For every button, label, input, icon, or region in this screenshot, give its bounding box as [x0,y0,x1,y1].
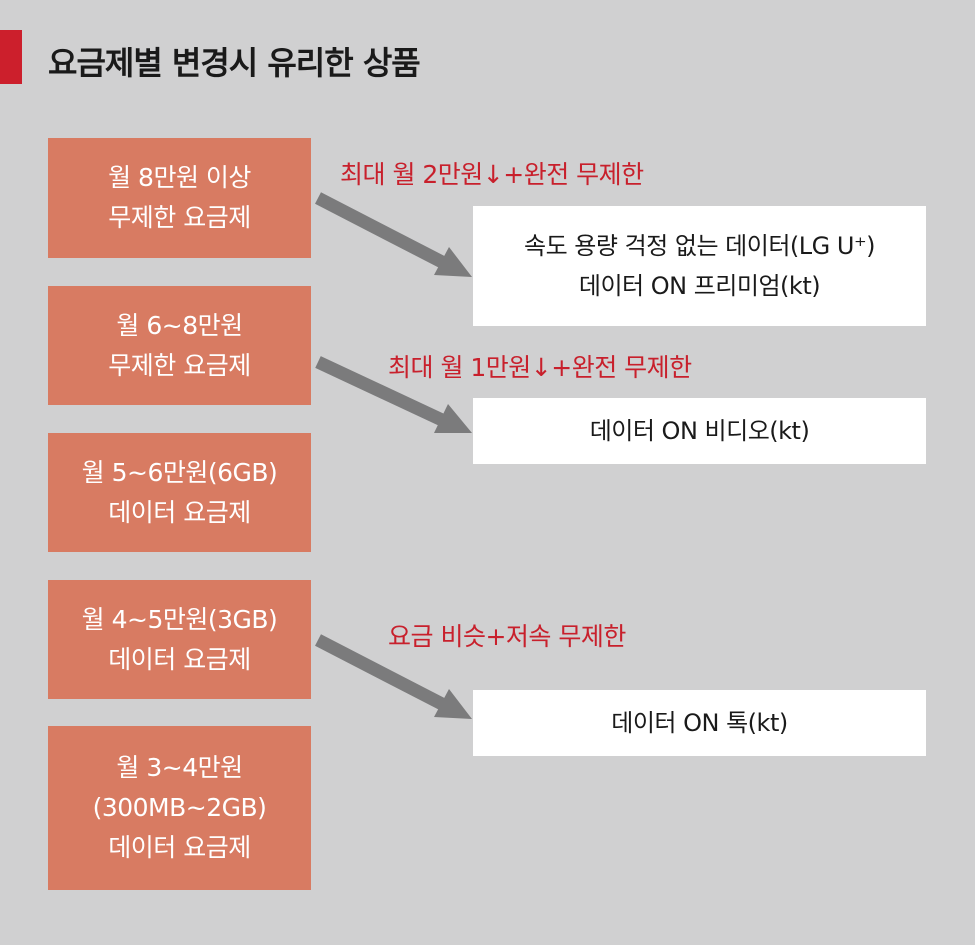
product-name: 속도 용량 걱정 없는 데이터(LG U⁺) [524,232,875,260]
benefit-label: 최대 월 2만원↓+완전 무제한 [340,160,644,189]
arrow-icon [315,192,472,277]
plan-line: 데이터 요금제 [108,833,251,862]
benefit-label: 요금 비슷+저속 무제한 [388,622,626,651]
arrow-icon [315,356,472,433]
product-box-premium: 속도 용량 걱정 없는 데이터(LG U⁺) 데이터 ON 프리미엄(kt) [473,206,926,326]
plan-line: 월 3~4만원 [116,753,243,782]
plan-line: (300MB~2GB) [92,793,267,822]
plan-box-3-4man: 월 3~4만원 (300MB~2GB) 데이터 요금제 [48,726,311,890]
plan-line: 데이터 요금제 [108,497,251,527]
title-accent-bar [0,30,22,84]
benefit-label: 최대 월 1만원↓+완전 무제한 [388,353,692,382]
plan-box-8man-plus: 월 8만원 이상 무제한 요금제 [48,138,311,258]
product-name: 데이터 ON 프리미엄(kt) [578,272,821,300]
plan-box-5-6man: 월 5~6만원(6GB) 데이터 요금제 [48,433,311,552]
plan-line: 무제한 요금제 [108,203,251,232]
page-title: 요금제별 변경시 유리한 상품 [48,44,421,82]
product-name: 데이터 ON 비디오(kt) [589,417,810,445]
plan-line: 월 8만원 이상 [108,163,251,192]
product-box-video: 데이터 ON 비디오(kt) [473,398,926,464]
arrow-icon [315,634,472,719]
plan-box-4-5man: 월 4~5만원(3GB) 데이터 요금제 [48,580,311,699]
product-name: 데이터 ON 톡(kt) [611,709,788,737]
plan-line: 월 6~8만원 [116,310,243,340]
plan-line: 월 5~6만원(6GB) [81,457,278,487]
plan-line: 월 4~5만원(3GB) [81,604,278,634]
plan-line: 데이터 요금제 [108,644,251,674]
plan-line: 무제한 요금제 [108,350,251,380]
plan-box-6-8man: 월 6~8만원 무제한 요금제 [48,286,311,405]
product-box-talk: 데이터 ON 톡(kt) [473,690,926,756]
